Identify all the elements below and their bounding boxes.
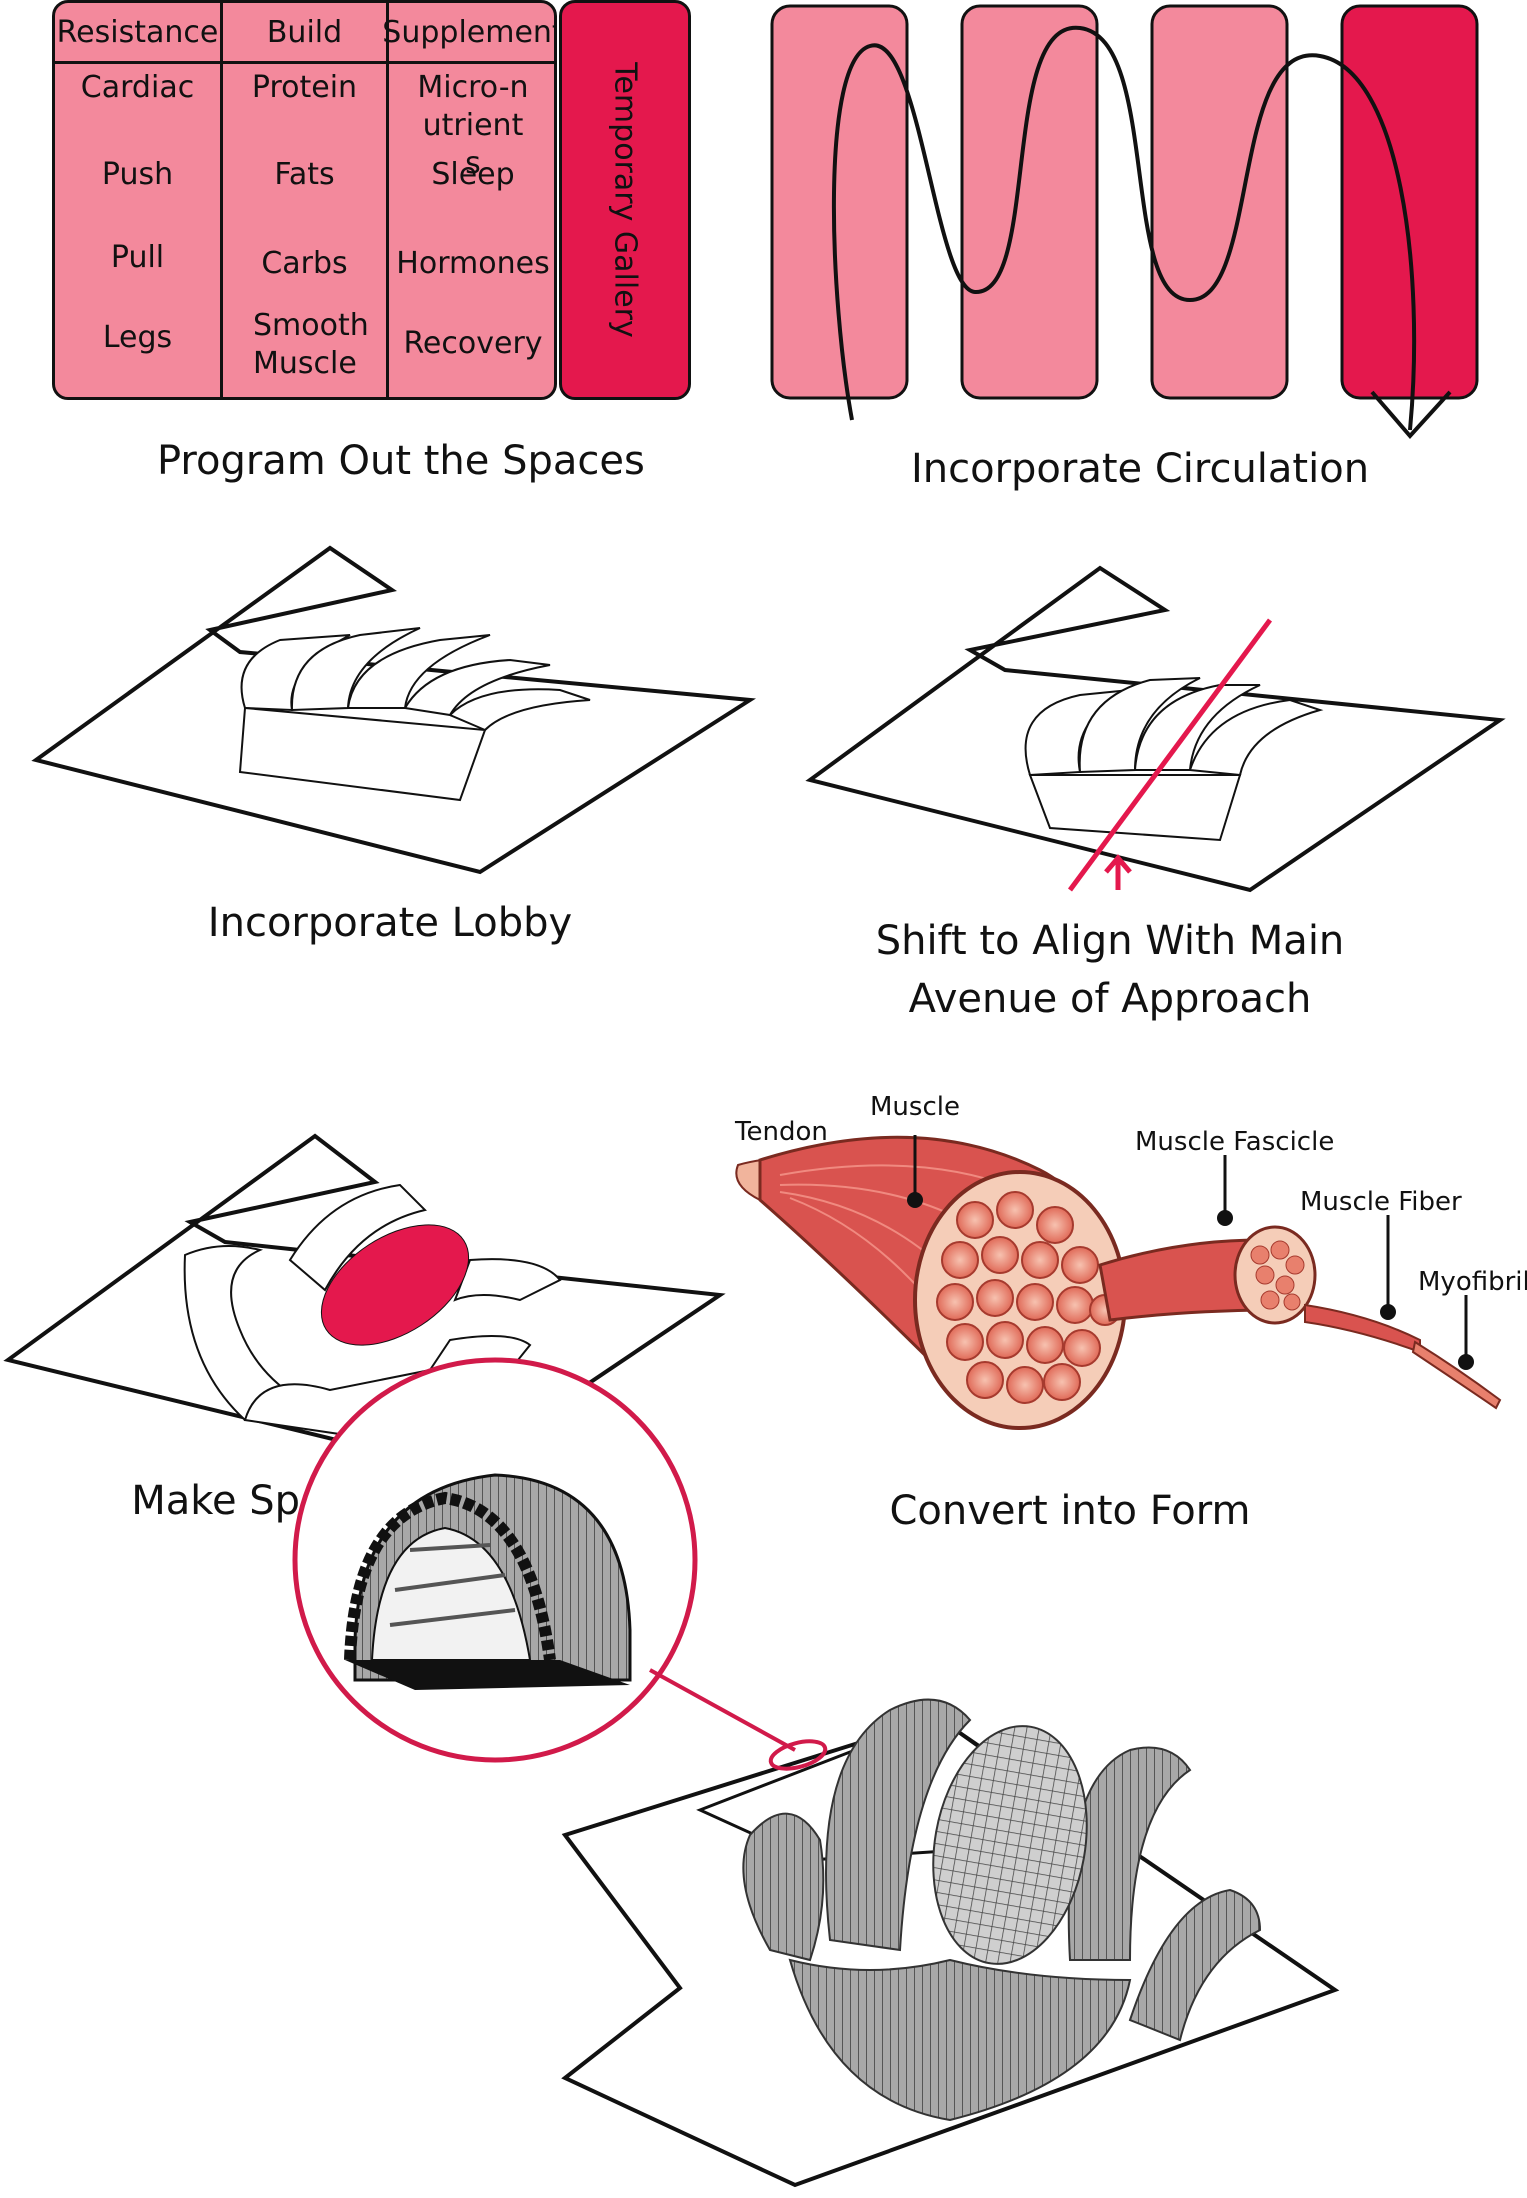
wing-shape [453,1258,562,1302]
wing-shape [1188,698,1324,777]
fascicle-cross-section [1233,1225,1317,1325]
program-item: Carbs [261,246,348,281]
site-plane [31,545,756,875]
detail-callout-marker [768,1739,828,1771]
wing-shape [183,1245,313,1422]
label-muscle: Muscle [870,1092,960,1122]
program-item: Hormones [396,246,550,281]
program-item: Protein [251,70,358,105]
muscle-anatomy-illustration: Tendon Muscle Muscle Fascicle Muscle Fib… [734,1092,1527,1430]
program-column-header: Resistance [55,3,220,64]
lobby-base [1028,774,1242,842]
lobby-caption: Incorporate Lobby [207,900,573,946]
circulation-block [1150,4,1289,400]
program-caption: Program Out the Spaces [157,438,645,484]
label-myofibril: Myofibril [1418,1267,1527,1297]
final-form-render: ribbed-structure-render [292,1357,1340,2188]
wing-shape [290,627,421,712]
wing-shape [288,1183,427,1292]
program-item: Smooth Muscle [253,308,369,381]
program-item: Push [101,157,174,192]
shift-diagram [805,565,1506,893]
circulation-arrowhead [1370,390,1452,440]
program-item: Fats [274,157,335,192]
label-tendon: Tendon [734,1117,828,1147]
temporary-gallery-label: Temporary Gallery [607,62,643,338]
label-muscle-fascicle: Muscle Fascicle [1135,1127,1334,1157]
gym-dome [932,1725,1088,1965]
wing-shape [1133,684,1261,771]
approach-arrow [1104,854,1132,890]
program-column-header: Supplement [382,3,554,64]
temporary-gallery-block: Temporary Gallery [559,0,691,400]
program-panel: Resistance Cardiac Push Pull Legs Build … [0,0,720,500]
avenue-axis-line [1067,618,1273,892]
program-item: Pull [110,240,165,275]
label-muscle-fiber: Muscle Fiber [1300,1187,1462,1217]
wing-shape [1024,689,1131,777]
circulation-block-gallery [1340,4,1479,400]
circulation-path [831,25,1417,431]
program-item: Legs [102,320,173,355]
program-item: Recovery [403,326,543,361]
shift-caption: Shift to Align With Main Avenue of Appro… [875,918,1345,1022]
circulation-caption: Incorporate Circulation [910,446,1370,492]
program-column-header: Build [223,3,386,64]
program-column-resistance: Resistance Cardiac Push Pull Legs [55,3,223,397]
wing-shape [346,634,491,709]
detail-callout-leader [649,1668,796,1752]
wing-shape [403,658,551,717]
myofibril-strand [1411,1340,1502,1410]
gym-space-ellipse [320,1224,470,1346]
circulation-block [960,4,1099,400]
form-caption: Convert into Form [889,1488,1251,1534]
program-item: Micro-nutrients [417,70,529,181]
circulation-diagram [770,4,1479,440]
program-column-build: Build Protein Fats Carbs Smooth Muscle [223,3,389,397]
program-item: Sleep [431,157,515,192]
ribbed-tube-form [742,1698,1262,2122]
lobby-diagram [31,545,756,875]
program-column-supplement: Supplement Micro-nutrients Sleep Hormone… [382,3,554,397]
structure-section-detail [344,1473,632,1690]
wing-shape [448,688,591,732]
lobby-base [238,706,487,802]
program-table: Resistance Cardiac Push Pull Legs Build … [52,0,557,400]
wing-shape [1078,677,1201,774]
circulation-block [770,4,909,400]
program-item: Cardiac [80,70,195,105]
